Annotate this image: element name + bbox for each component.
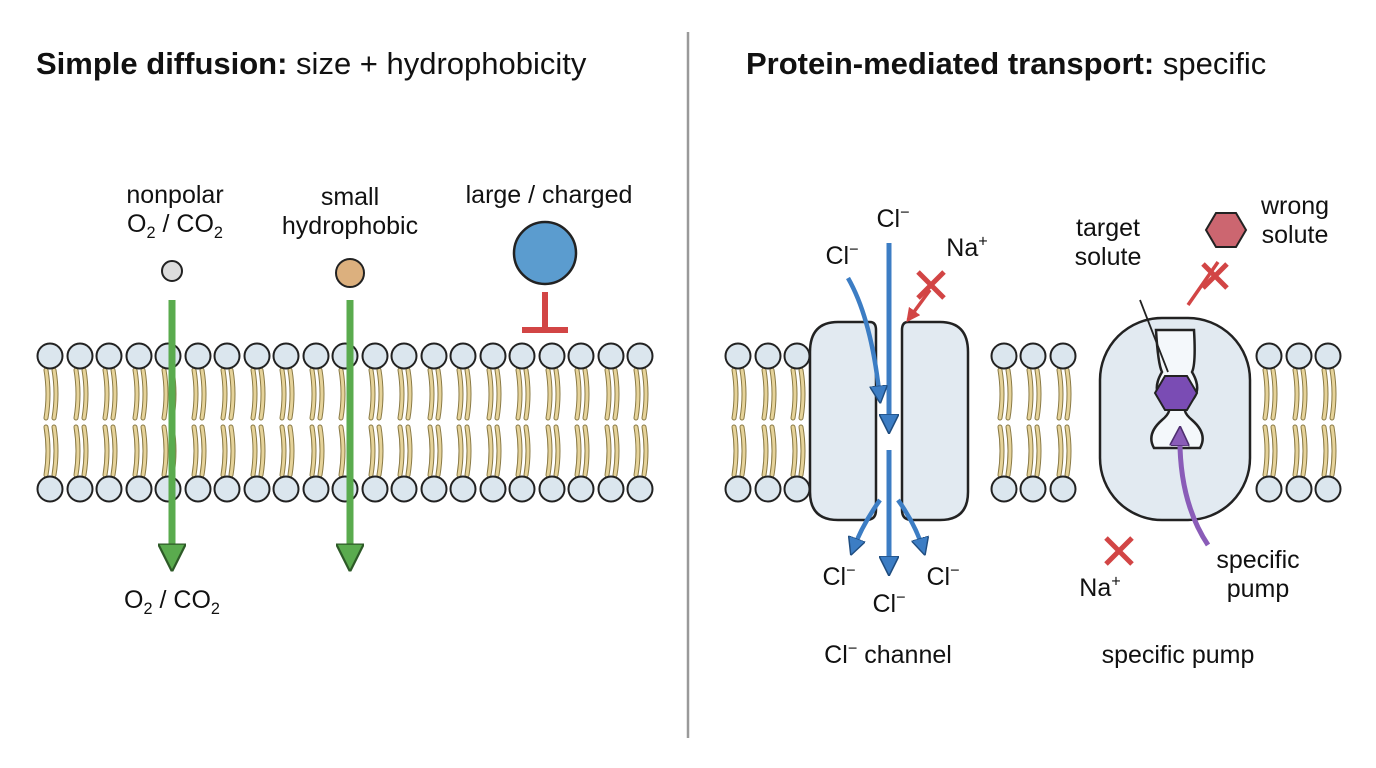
right-panel-title: Protein-mediated transport: specific [746, 46, 1267, 81]
wrong-solute-path [1186, 260, 1220, 307]
wrong-solute-blocked-x-icon [1201, 262, 1229, 290]
pump-transport-arrow [1180, 430, 1211, 547]
small-hydrophobic-label: small hydrophobic [281, 183, 419, 240]
chloride-out-right-label: Cl− [926, 561, 960, 591]
large-charged-particle [512, 220, 578, 286]
wrong-solute-hexagon [1204, 212, 1248, 248]
specific-pump-protein [1098, 316, 1252, 522]
nonpolar-label: nonpolar O2 / CO2 [126, 181, 224, 242]
left-panel-title: Simple diffusion: size + hydrophobicity [36, 46, 587, 81]
chloride-left-label: Cl− [825, 240, 859, 270]
chloride-out-mid-label: Cl− [872, 588, 906, 618]
target-solute-hexagon [1153, 375, 1199, 411]
sodium-rejected-arrow [906, 288, 932, 323]
sodium-pump-label: Na+ [1079, 572, 1121, 602]
small-hydrophobic-particle [335, 258, 365, 288]
wrong-solute-label: wrong solute [1260, 192, 1330, 249]
sodium-pump-blocked-x-icon [1104, 536, 1134, 566]
chloride-channel-caption: Cl− channel [824, 639, 952, 669]
target-solute-pointer [1139, 299, 1169, 373]
chloride-exit-right-arrow [896, 498, 924, 552]
gas-particle [161, 260, 183, 282]
chloride-channel-protein [808, 320, 970, 522]
bottom-gas-label: O2 / CO2 [124, 586, 220, 618]
lipid-bilayer-left [36, 342, 654, 503]
specific-pump-caption: specific pump [1101, 641, 1255, 669]
blocked-tbar-icon [522, 292, 568, 333]
sodium-channel-label: Na+ [946, 232, 988, 262]
chloride-exit-left-arrow [852, 498, 882, 552]
chloride-top-label: Cl− [876, 203, 910, 233]
lipid-bilayer-right [724, 342, 1342, 503]
chloride-side-arrow [846, 276, 880, 400]
large-charged-label: large / charged [465, 181, 633, 209]
specific-pump-arrow-label: specific pump [1216, 546, 1300, 603]
target-solute-label: target solute [1074, 214, 1142, 271]
chloride-out-left-label: Cl− [822, 561, 856, 591]
sodium-blocked-x-icon [916, 270, 946, 300]
